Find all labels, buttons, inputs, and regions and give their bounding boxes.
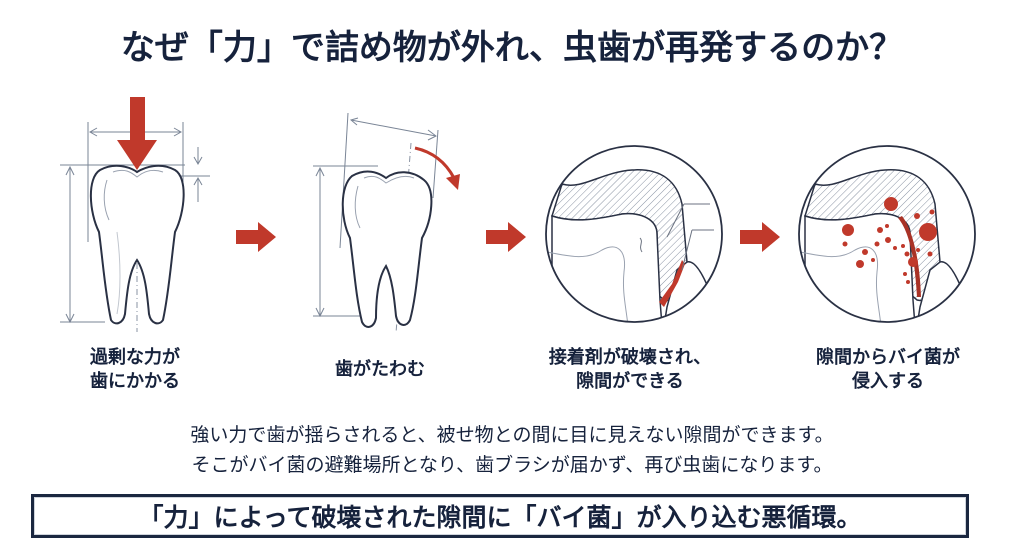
bacteria-invasion-icon <box>798 145 976 323</box>
adhesive-gap-closeup-icon <box>545 145 723 323</box>
step-2-illustration <box>308 108 478 338</box>
right-arrow-icon <box>740 222 780 252</box>
tooth-force-icon <box>60 97 210 332</box>
step-3-caption-line1: 接着剤が破壊され、 <box>548 347 712 368</box>
step-1-caption-line2: 歯にかかる <box>90 371 180 392</box>
step-3-caption: 接着剤が破壊され、 隙間ができる <box>530 346 730 394</box>
step-arrow-3 <box>740 222 780 256</box>
step-2-caption-line1: 歯がたわむ <box>335 359 425 380</box>
page-title: なぜ「力」で詰め物が外れ、虫歯が再発するのか？ <box>120 28 904 68</box>
step-4-caption-line1: 隙間からバイ菌が <box>816 347 960 368</box>
tooth-bending-icon <box>313 112 460 334</box>
explanation-text: 強い力で歯が揺らされると、被せ物との間に目に見えない隙間ができます。 そこがバイ… <box>0 420 1024 480</box>
summary-box: 「力」によって破壊された隙間に「バイ菌」が入り込む悪循環。 <box>31 494 969 538</box>
step-4-caption-line2: 侵入する <box>852 371 924 392</box>
step-3-illustration <box>542 142 726 326</box>
step-arrow-2 <box>486 222 526 256</box>
step-1-caption-line1: 過剰な力が <box>90 347 180 368</box>
explanation-line-1: 強い力で歯が揺らされると、被せ物との間に目に見えない隙間ができます。 <box>190 424 834 446</box>
step-1-caption: 過剰な力が 歯にかかる <box>55 346 215 394</box>
step-3-caption-line2: 隙間ができる <box>576 371 684 392</box>
right-arrow-icon <box>486 222 526 252</box>
step-4-caption: 隙間からバイ菌が 侵入する <box>788 346 988 394</box>
step-2-caption: 歯がたわむ <box>300 358 460 382</box>
step-1-illustration <box>55 92 225 332</box>
explanation-line-2: そこがバイ菌の避難場所となり、歯ブラシが届かず、再び虫歯になります。 <box>191 454 833 476</box>
summary-text: 「力」によって破壊された隙間に「バイ菌」が入り込む悪循環。 <box>138 503 862 532</box>
step-4-illustration <box>795 142 979 326</box>
right-arrow-icon <box>236 222 276 252</box>
step-arrow-1 <box>236 222 276 256</box>
